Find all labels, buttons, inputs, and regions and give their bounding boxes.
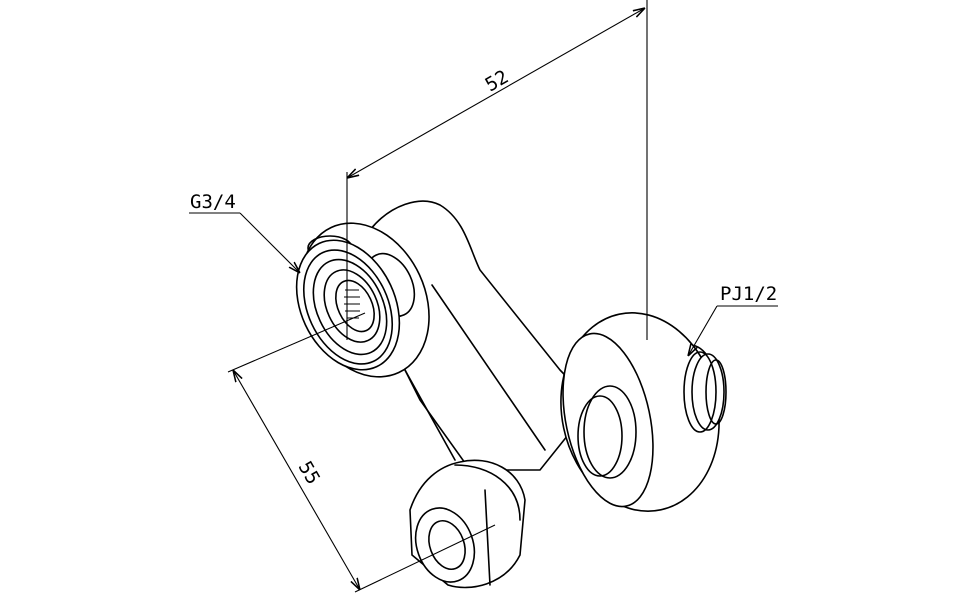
- inlet-nut: [295, 222, 430, 378]
- pj12-callout: PJ1/2: [688, 283, 778, 356]
- thread-inlet-label: G3/4: [190, 191, 236, 213]
- dimension-52-label: 52: [482, 66, 513, 96]
- bottom-hex-nut: [409, 459, 526, 589]
- g34-callout: G3/4: [189, 191, 300, 273]
- outlet-thread: [683, 351, 727, 433]
- thread-outlet-label: PJ1/2: [720, 283, 777, 305]
